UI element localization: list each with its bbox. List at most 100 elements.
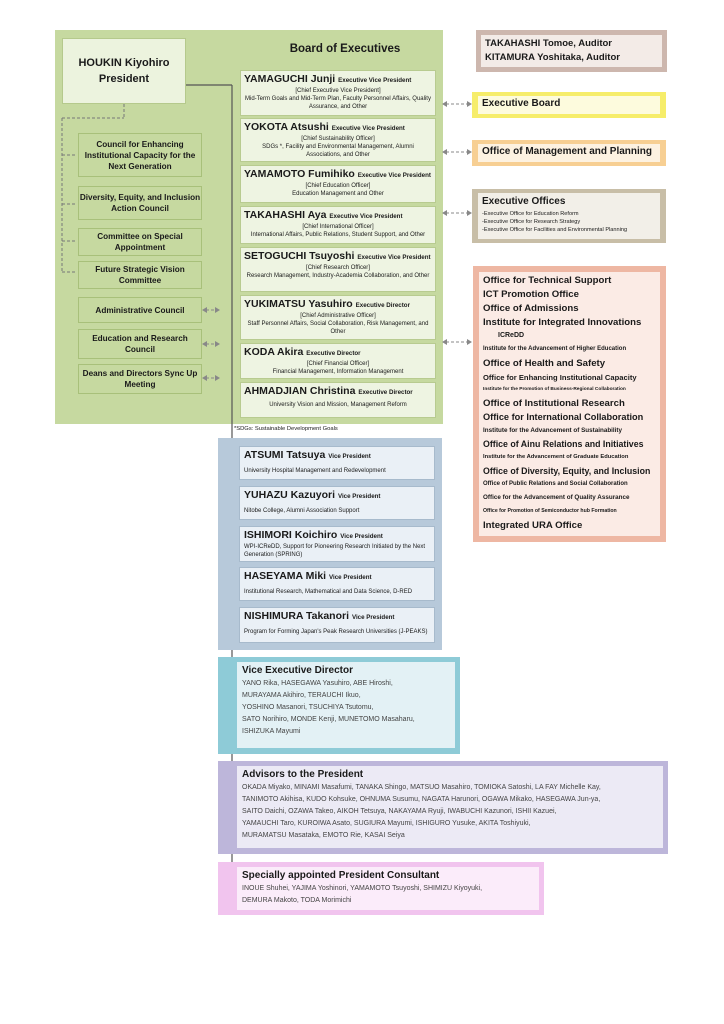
executive-heading: KODA Akira Executive Director bbox=[244, 346, 432, 360]
executive-title: Executive Director bbox=[355, 302, 410, 309]
executive-duties: Education Management and Other bbox=[292, 191, 384, 197]
ved-line: YANO Rika, HASEGAWA Yasuhiro, ABE Hirosh… bbox=[242, 680, 393, 687]
executive-duties: University Vision and Mission, Managemen… bbox=[269, 402, 407, 408]
vp-heading: ATSUMI Tatsuya Vice President bbox=[244, 449, 430, 463]
offices-list: Office for Technical Support ICT Promoti… bbox=[479, 272, 660, 536]
executive-box: YOKOTA Atsushi Executive Vice President … bbox=[240, 118, 436, 162]
vice-president-box: NISHIMURA Takanori Vice President Progra… bbox=[239, 607, 435, 643]
office-item: Office of Admissions bbox=[483, 303, 579, 314]
executive-offices-heading: Executive Offices bbox=[482, 196, 566, 207]
vp-duties: University Hospital Management and Redev… bbox=[244, 468, 386, 474]
vp-name: ISHIMORI Koichiro bbox=[244, 529, 338, 541]
vp-heading: NISHIMURA Takanori Vice President bbox=[244, 610, 430, 624]
executive-office-item: -Executive Office for Education Reform bbox=[482, 211, 579, 217]
council-box: Deans and Directors Sync Up Meeting bbox=[78, 364, 202, 394]
executive-heading: YAMAGUCHI Junji Executive Vice President bbox=[244, 73, 432, 87]
ved-line: ISHIZUKA Mayumi bbox=[242, 728, 301, 735]
council-box: Council for Enhancing Institutional Capa… bbox=[78, 133, 202, 177]
consultant-heading: Specially appointed President Consultant bbox=[242, 870, 440, 881]
council-box: Committee on Special Appointment bbox=[78, 228, 202, 256]
vp-name: YUHAZU Kazuyori bbox=[244, 489, 336, 501]
executive-heading: SETOGUCHI Tsuyoshi Executive Vice Presid… bbox=[244, 250, 432, 264]
council-box: Administrative Council bbox=[78, 297, 202, 323]
office-item: ICT Promotion Office bbox=[483, 289, 579, 300]
office-item: Institute for Integrated Innovations bbox=[483, 317, 642, 328]
executive-duties: Research Management, Industry-Academia C… bbox=[246, 273, 430, 279]
council-box: Education and Research Council bbox=[78, 329, 202, 359]
executive-offices-box: Executive Offices -Executive Office for … bbox=[478, 193, 660, 239]
advisors-heading: Advisors to the President bbox=[242, 769, 364, 780]
office-item: Office for International Collaboration bbox=[483, 412, 644, 422]
executive-heading: YUKIMATSU Yasuhiro Executive Director bbox=[244, 298, 432, 312]
ved-line: MURAYAMA Akihiro, TERAUCHI Ikuo, bbox=[242, 692, 361, 699]
executive-box: TAKAHASHI Aya Executive Vice President [… bbox=[240, 206, 436, 244]
vp-title: Vice President bbox=[337, 493, 381, 500]
vp-name: ATSUMI Tatsuya bbox=[244, 449, 326, 461]
board-title: Board of Executives bbox=[289, 43, 401, 55]
sdgs-footnote: *SDGs: Sustainable Development Goals bbox=[234, 426, 338, 432]
council-box: Future Strategic Vision Committee bbox=[78, 261, 202, 289]
executive-title: Executive Vice President bbox=[338, 77, 412, 84]
office-item: Office for the Advancement of Quality As… bbox=[483, 494, 630, 501]
consultant-box: Specially appointed President Consultant… bbox=[237, 867, 539, 910]
vp-title: Vice President bbox=[328, 453, 371, 460]
vice-president-box: YUHAZU Kazuyori Vice President Nitobe Co… bbox=[239, 486, 435, 520]
executive-heading: YAMAMOTO Fumihiko Executive Vice Preside… bbox=[244, 168, 432, 182]
executive-box: YAMAMOTO Fumihiko Executive Vice Preside… bbox=[240, 165, 436, 203]
executive-title: Executive Vice President bbox=[329, 213, 403, 220]
office-item: Integrated URA Office bbox=[483, 520, 583, 531]
executive-name: SETOGUCHI Tsuyoshi bbox=[244, 250, 355, 262]
executive-title: Executive Vice President bbox=[357, 172, 431, 179]
office-item: Institute for the Advancement of Higher … bbox=[483, 346, 627, 352]
executive-name: YAMAMOTO Fumihiko bbox=[244, 168, 355, 180]
consultant-line: INOUE Shuhei, YAJIMA Yoshinori, YAMAMOTO… bbox=[242, 885, 483, 892]
executive-name: YOKOTA Atsushi bbox=[244, 121, 329, 133]
executive-role: [Chief International Officer] bbox=[302, 224, 374, 230]
vp-title: Vice President bbox=[351, 614, 395, 621]
executive-duties: Staff Personnel Affairs, Social Collabor… bbox=[247, 321, 429, 335]
vp-heading: HASEYAMA Miki Vice President bbox=[244, 570, 430, 584]
executive-duties: Financial Management, Information Manage… bbox=[272, 369, 404, 375]
president-box: HOUKIN Kiyohiro President bbox=[62, 38, 186, 104]
advisors-box: Advisors to the President OKADA Miyako, … bbox=[237, 766, 663, 848]
vice-executive-director-box: Vice Executive Director YANO Rika, HASEG… bbox=[237, 662, 455, 748]
vp-duties: WPI-ICReDD, Support for Pioneering Resea… bbox=[244, 544, 426, 558]
office-item: Office for Technical Support bbox=[483, 275, 612, 286]
office-item: ICReDD bbox=[498, 332, 525, 339]
office-item: Institute for the Promotion of Business-… bbox=[483, 387, 626, 392]
executive-box: KODA Akira Executive Director [Chief Fin… bbox=[240, 343, 436, 379]
office-item: Institute for the Advancement of Graduat… bbox=[483, 454, 629, 460]
vice-president-box: HASEYAMA Miki Vice President Institution… bbox=[239, 567, 435, 601]
executive-role: [Chief Sustainability Officer] bbox=[301, 136, 375, 142]
executive-duties: International Affairs, Public Relations,… bbox=[250, 232, 426, 238]
auditor-line: KITAMURA Yoshitaka, Auditor bbox=[485, 52, 620, 63]
executive-heading: TAKAHASHI Aya Executive Vice President bbox=[244, 209, 432, 223]
ved-heading: Vice Executive Director bbox=[242, 665, 353, 676]
office-item: Office of Ainu Relations and Initiatives bbox=[483, 439, 644, 449]
ved-line: SATO Norihiro, MONDE Kenji, MUNETOMO Mas… bbox=[242, 716, 415, 723]
executive-role: [Chief Financial Officer] bbox=[306, 361, 370, 367]
executive-name: AHMADJIAN Christina bbox=[244, 385, 356, 397]
executive-title: Executive Director bbox=[306, 350, 361, 357]
advisors-line: TANIMOTO Akihisa, KUDO Kohsuke, OHNUMA S… bbox=[242, 796, 601, 803]
advisors-line: OKADA Miyako, MINAMI Masafumi, TANAKA Sh… bbox=[242, 784, 601, 791]
executive-heading: YOKOTA Atsushi Executive Vice President bbox=[244, 121, 432, 135]
vp-title: Vice President bbox=[329, 574, 372, 581]
auditor-line: TAKAHASHI Tomoe, Auditor bbox=[485, 38, 613, 49]
office-item: Office of Public Relations and Social Co… bbox=[483, 481, 628, 487]
executive-name: YAMAGUCHI Junji bbox=[244, 73, 336, 85]
office-mgmt-planning-label: Office of Management and Planning bbox=[478, 144, 660, 162]
vice-president-box: ISHIMORI Koichiro Vice President WPI-ICR… bbox=[239, 526, 435, 562]
vice-president-box: ATSUMI Tatsuya Vice President University… bbox=[239, 446, 435, 480]
executive-name: TAKAHASHI Aya bbox=[244, 209, 327, 221]
vp-heading: ISHIMORI Koichiro Vice President bbox=[244, 529, 430, 543]
executive-office-item: -Executive Office for Research Strategy bbox=[482, 219, 581, 225]
executive-office-item: -Executive Office for Facilities and Env… bbox=[482, 227, 628, 233]
council-box: Diversity, Equity, and Inclusion Action … bbox=[78, 186, 202, 220]
vp-duties: Nitobe College, Alumni Association Suppo… bbox=[244, 508, 360, 514]
executive-role: [Chief Education Officer] bbox=[305, 183, 371, 189]
executive-title: Executive Vice President bbox=[357, 254, 431, 261]
vp-duties: Institutional Research, Mathematical and… bbox=[244, 589, 413, 595]
executive-name: YUKIMATSU Yasuhiro bbox=[244, 298, 353, 310]
office-item: Office for Promotion of Semiconductor hu… bbox=[483, 508, 617, 514]
